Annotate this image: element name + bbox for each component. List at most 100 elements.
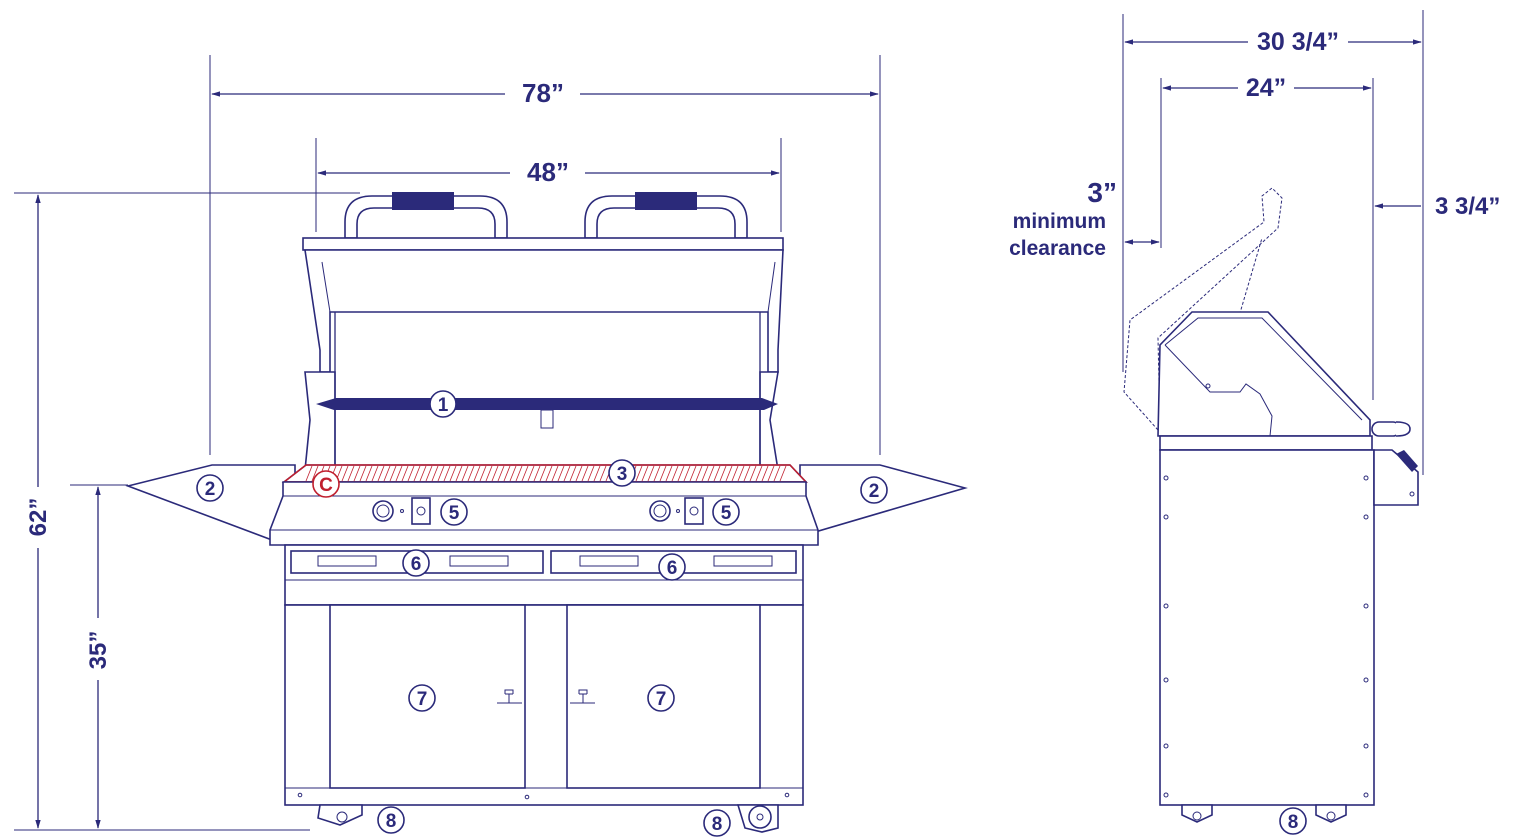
svg-text:8: 8: [712, 814, 723, 835]
callout-door-left: 7: [408, 684, 436, 712]
callout-door-right: 7: [647, 684, 675, 712]
grate-bar: [497, 465, 505, 482]
open-hood: [302, 237, 784, 471]
cooking-grate: [281, 464, 808, 483]
callout-side-caster: 8: [1279, 807, 1307, 835]
grate-bar: [539, 465, 547, 482]
grate-bar: [761, 465, 769, 482]
grate-bar: [455, 465, 463, 482]
caster-right: [736, 804, 779, 833]
grate-bar: [581, 465, 589, 482]
grate-bar: [665, 465, 673, 482]
callout-control-knob-left: 5: [440, 498, 468, 526]
side-caster-left: [1181, 804, 1213, 823]
grate-bar: [671, 465, 679, 482]
grate-bar: [593, 465, 601, 482]
grate-bar: [707, 465, 715, 482]
grate-bar: [575, 465, 583, 482]
grate-bar: [713, 465, 721, 482]
grate-bar: [749, 465, 757, 482]
grate-bar: [509, 465, 517, 482]
dimension-front-overhang: 3 3/4”: [1374, 193, 1500, 220]
grate-bar: [563, 465, 571, 482]
side-body: [1159, 435, 1419, 806]
svg-text:8: 8: [1288, 812, 1299, 833]
callout-drawer-right: 6: [658, 553, 686, 581]
depth-body-label: 24”: [1246, 74, 1286, 102]
grate-bar: [365, 465, 373, 482]
grate-bar: [587, 465, 595, 482]
svg-text:C: C: [319, 475, 333, 496]
hood-closed: [1157, 311, 1411, 437]
grate-bar: [773, 465, 781, 482]
callout-side-shelf-left: 2: [196, 474, 224, 502]
grate-bar: [569, 465, 577, 482]
grate-bar: [677, 465, 685, 482]
grate-bar: [659, 465, 667, 482]
grate-bar: [353, 465, 361, 482]
grate-bar: [515, 465, 523, 482]
callout-corner-marker: C: [312, 470, 340, 498]
grate-bar: [473, 465, 481, 482]
dimension-body-depth: 24”: [1160, 74, 1374, 400]
callout-side-shelf-right: 2: [860, 476, 888, 504]
callout-caster-right: 8: [703, 809, 731, 837]
grate-bar: [389, 465, 397, 482]
svg-text:7: 7: [656, 689, 667, 710]
callout-cooking-grate: 3: [608, 459, 636, 487]
grate-bar: [737, 465, 745, 482]
grate-bar: [371, 465, 379, 482]
svg-text:7: 7: [417, 689, 428, 710]
svg-text:5: 5: [449, 503, 460, 524]
depth-total-label: 30 3/4”: [1257, 28, 1339, 56]
grate-bar: [731, 465, 739, 482]
grate-bar: [443, 465, 451, 482]
callout-control-knob-right: 5: [712, 498, 740, 526]
grate-bar: [485, 465, 493, 482]
grate-bar: [635, 465, 643, 482]
grate-bar: [527, 465, 535, 482]
caster-left: [317, 804, 363, 826]
grate-bar: [395, 465, 403, 482]
grate-bar: [557, 465, 565, 482]
width-hood-label: 48”: [527, 157, 569, 187]
dimension-total-width: 78”: [209, 55, 881, 455]
grate-bar: [533, 465, 541, 482]
grate-bar: [689, 465, 697, 482]
svg-text:8: 8: [386, 811, 397, 832]
grate-bar: [647, 465, 655, 482]
grate-bar: [359, 465, 367, 482]
grate-bar: [467, 465, 475, 482]
callout-warming-rack: 1: [429, 390, 457, 418]
width-total-label: 78”: [522, 78, 564, 108]
front-overhang-label: 3 3/4”: [1435, 193, 1500, 220]
grate-bar: [701, 465, 709, 482]
grate-bar: [377, 465, 385, 482]
grate-bar: [725, 465, 733, 482]
height-total-label: 62”: [25, 498, 52, 537]
side-view: 30 3/4” 24” 3 3/4” 3” minimum clearance: [1009, 10, 1500, 835]
grate-bar: [599, 465, 607, 482]
dimension-counter-height: 35”: [70, 484, 128, 829]
grate-bar: [383, 465, 391, 482]
svg-text:6: 6: [667, 558, 678, 579]
grate-bar: [419, 465, 427, 482]
grate-bar: [407, 465, 415, 482]
clearance-value-label: 3”: [1087, 177, 1117, 208]
dimension-hood-width: 48”: [315, 138, 782, 232]
grate-bar: [449, 465, 457, 482]
callout-caster-left: 8: [377, 806, 405, 834]
svg-text:5: 5: [721, 503, 732, 524]
svg-text:3: 3: [617, 464, 628, 485]
grate-bar: [431, 465, 439, 482]
grate-bar: [341, 465, 349, 482]
grate-bar: [743, 465, 751, 482]
grate-bar: [683, 465, 691, 482]
grate-bar: [401, 465, 409, 482]
grate-bar: [545, 465, 553, 482]
dimension-total-depth: 30 3/4”: [1122, 10, 1424, 475]
svg-text:1: 1: [438, 395, 449, 416]
grate-bar: [311, 465, 319, 482]
grate-bar: [755, 465, 763, 482]
